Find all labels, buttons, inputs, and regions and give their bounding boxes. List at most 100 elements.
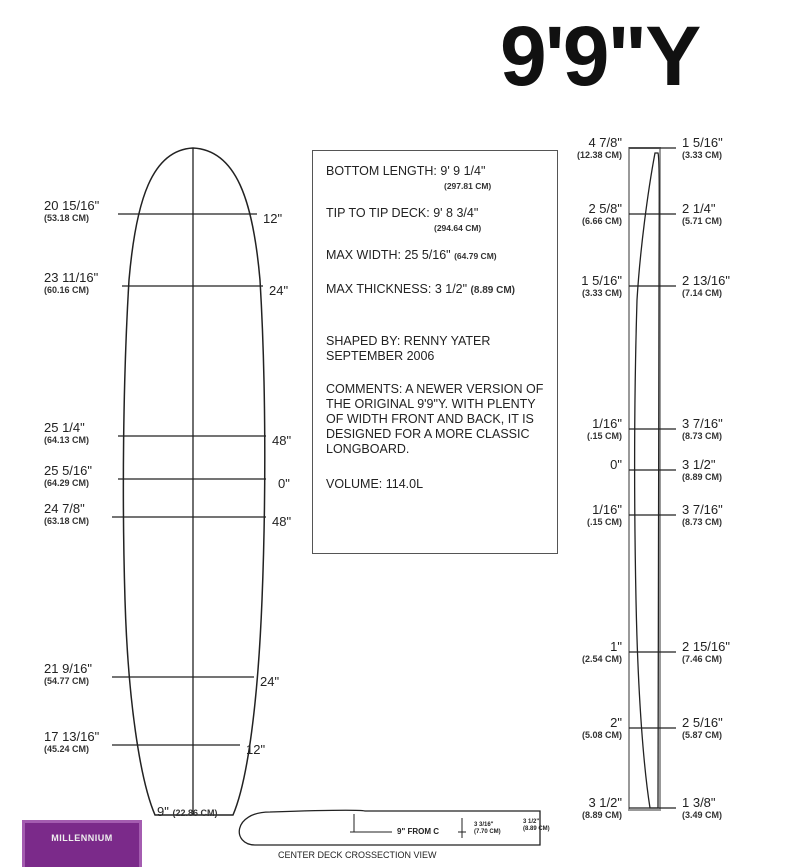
comments: COMMENTS: A NEWER VERSION OF THE ORIGINA… bbox=[326, 382, 544, 456]
station-width-cm: (45.24 CM) bbox=[44, 744, 90, 754]
thickness-value: 3 1/2" bbox=[682, 457, 716, 472]
rocker-value: 1" bbox=[610, 639, 622, 654]
rail-value: 3 3/16" bbox=[474, 822, 494, 828]
thickness-cm: (7.46 CM) bbox=[682, 654, 723, 664]
rocker-value: 1/16" bbox=[592, 502, 622, 517]
thickness-value: 1 3/8" bbox=[682, 795, 716, 810]
thickness-cm: (5.87 CM) bbox=[682, 730, 723, 740]
rocker-cm: (2.54 CM) bbox=[581, 654, 622, 664]
rocker-label: 1"(2.54 CM) bbox=[582, 640, 622, 665]
thickness-cm: (8.89 CM) bbox=[682, 472, 723, 482]
station-position: 12" bbox=[263, 211, 283, 226]
thick-value: 3 1/2" bbox=[523, 819, 540, 825]
rocker-cm: (8.89 CM) bbox=[581, 810, 622, 820]
millennium-logo: MILLENNIUM bbox=[22, 820, 142, 867]
station-width-label: 23 11/16"(60.16 CM) bbox=[44, 271, 98, 296]
thickness-cm: (8.73 CM) bbox=[682, 431, 723, 441]
thickness-cm: (7.14 CM) bbox=[682, 288, 723, 298]
rocker-value: 3 1/2" bbox=[588, 795, 622, 810]
thickness-cm: (5.71 CM) bbox=[682, 216, 723, 226]
thickness-label: 2 1/4"(5.71 CM) bbox=[682, 202, 722, 227]
station-width-cm: (60.16 CM) bbox=[44, 285, 90, 295]
thickness-value: 2 5/16" bbox=[682, 715, 723, 730]
rocker-cm: (12.38 CM) bbox=[576, 150, 622, 160]
thickness-label: 2 5/16"(5.87 CM) bbox=[682, 716, 723, 741]
station-width-label: 24 7/8"(63.18 CM) bbox=[44, 502, 89, 527]
thickness-value: 2 15/16" bbox=[682, 639, 730, 654]
rocker-label: 1 5/16"(3.33 CM) bbox=[581, 274, 622, 299]
shaped-by: SHAPED BY: RENNY YATER bbox=[326, 334, 491, 348]
rocker-cm: (.15 CM) bbox=[586, 517, 622, 527]
thickness-cm: (8.73 CM) bbox=[682, 517, 723, 527]
tail-width-label: 9" (22.86 CM) bbox=[157, 805, 218, 819]
tail-width: 9" bbox=[157, 804, 169, 819]
station-width: 21 9/16" bbox=[44, 661, 92, 676]
station-width-cm: (54.77 CM) bbox=[44, 676, 90, 686]
bottom-length-cm: (297.81 CM) bbox=[444, 181, 492, 191]
max-width-cm: (64.79 CM) bbox=[454, 251, 497, 261]
rocker-label: 2"(5.08 CM) bbox=[582, 716, 622, 741]
rocker-value: 4 7/8" bbox=[588, 135, 622, 150]
rocker-label: 4 7/8"(12.38 CM) bbox=[577, 136, 622, 161]
station-width: 25 5/16" bbox=[44, 463, 92, 478]
rocker-label: 2 5/8"(6.66 CM) bbox=[582, 202, 622, 227]
volume: VOLUME: 114.0L bbox=[326, 477, 424, 491]
thickness-cm: (3.49 CM) bbox=[682, 810, 723, 820]
rocker-value: 0" bbox=[610, 457, 622, 472]
thickness-value: 3 7/16" bbox=[682, 502, 723, 517]
station-width-label: 21 9/16"(54.77 CM) bbox=[44, 662, 92, 687]
rocker-value: 2" bbox=[610, 715, 622, 730]
rocker-cm: (5.08 CM) bbox=[581, 730, 622, 740]
station-width: 20 15/16" bbox=[44, 198, 100, 213]
station-width-cm: (64.13 CM) bbox=[44, 435, 90, 445]
thickness-label: 3 1/2"(8.89 CM) bbox=[682, 458, 722, 483]
crossection-rail: 3 3/16"(7.70 CM) bbox=[474, 822, 501, 836]
station-position: 24" bbox=[260, 674, 280, 689]
station-width: 23 11/16" bbox=[44, 270, 99, 285]
model-title: 9'9"Y bbox=[500, 9, 701, 103]
rocker-value: 1 5/16" bbox=[581, 273, 622, 288]
tip-to-tip: TIP TO TIP DECK: 9' 8 3/4" bbox=[326, 206, 479, 220]
thickness-value: 1 5/16" bbox=[682, 135, 723, 150]
station-width-label: 17 13/16"(45.24 CM) bbox=[44, 730, 99, 755]
station-position: 12" bbox=[246, 742, 266, 757]
station-width-label: 25 5/16"(64.29 CM) bbox=[44, 464, 92, 489]
rocker-frame bbox=[628, 147, 661, 811]
max-width: MAX WIDTH: 25 5/16" bbox=[326, 248, 451, 262]
thickness-cm: (3.33 CM) bbox=[682, 150, 723, 160]
station-width: 24 7/8" bbox=[44, 501, 85, 516]
thick-cm: (8.89 CM) bbox=[523, 826, 550, 832]
station-width: 17 13/16" bbox=[44, 729, 100, 744]
specs-box: BOTTOM LENGTH: 9' 9 1/4" (297.81 CM) TIP … bbox=[312, 150, 558, 554]
station-width-cm: (53.18 CM) bbox=[44, 213, 90, 223]
shape-date: SEPTEMBER 2006 bbox=[326, 349, 435, 363]
crossection-thickness: 3 1/2"(8.89 CM) bbox=[523, 819, 550, 833]
crossection-caption: CENTER DECK CROSSECTION VIEW bbox=[278, 850, 437, 860]
station-width-cm: (63.18 CM) bbox=[44, 516, 90, 526]
crossection-from-c: 9" FROM C bbox=[397, 827, 440, 836]
bottom-length: BOTTOM LENGTH: 9' 9 1/4" bbox=[326, 164, 486, 178]
max-thickness: MAX THICKNESS: 3 1/2" bbox=[326, 282, 468, 296]
thickness-label: 3 7/16"(8.73 CM) bbox=[682, 417, 723, 442]
tail-width-cm: (22.86 CM) bbox=[172, 808, 218, 818]
station-position: 48" bbox=[272, 514, 292, 529]
thickness-label: 2 15/16"(7.46 CM) bbox=[682, 640, 730, 665]
thickness-value: 2 1/4" bbox=[682, 201, 716, 216]
crossection-shape bbox=[238, 809, 541, 846]
rocker-value: 2 5/8" bbox=[588, 201, 622, 216]
rocker-value: 1/16" bbox=[592, 416, 622, 431]
logo-text: MILLENNIUM bbox=[51, 833, 113, 843]
thickness-label: 1 3/8"(3.49 CM) bbox=[682, 796, 722, 821]
thickness-label: 2 13/16"(7.14 CM) bbox=[682, 274, 730, 299]
station-position: 0" bbox=[278, 476, 290, 491]
rocker-label: 1/16"(.15 CM) bbox=[587, 417, 622, 442]
rocker-cm: (3.33 CM) bbox=[581, 288, 622, 298]
station-width: 25 1/4" bbox=[44, 420, 85, 435]
station-position: 24" bbox=[269, 283, 289, 298]
board-outline bbox=[122, 147, 266, 816]
rocker-label: 3 1/2"(8.89 CM) bbox=[582, 796, 622, 821]
rocker-label: 1/16"(.15 CM) bbox=[587, 503, 622, 528]
thickness-value: 3 7/16" bbox=[682, 416, 723, 431]
